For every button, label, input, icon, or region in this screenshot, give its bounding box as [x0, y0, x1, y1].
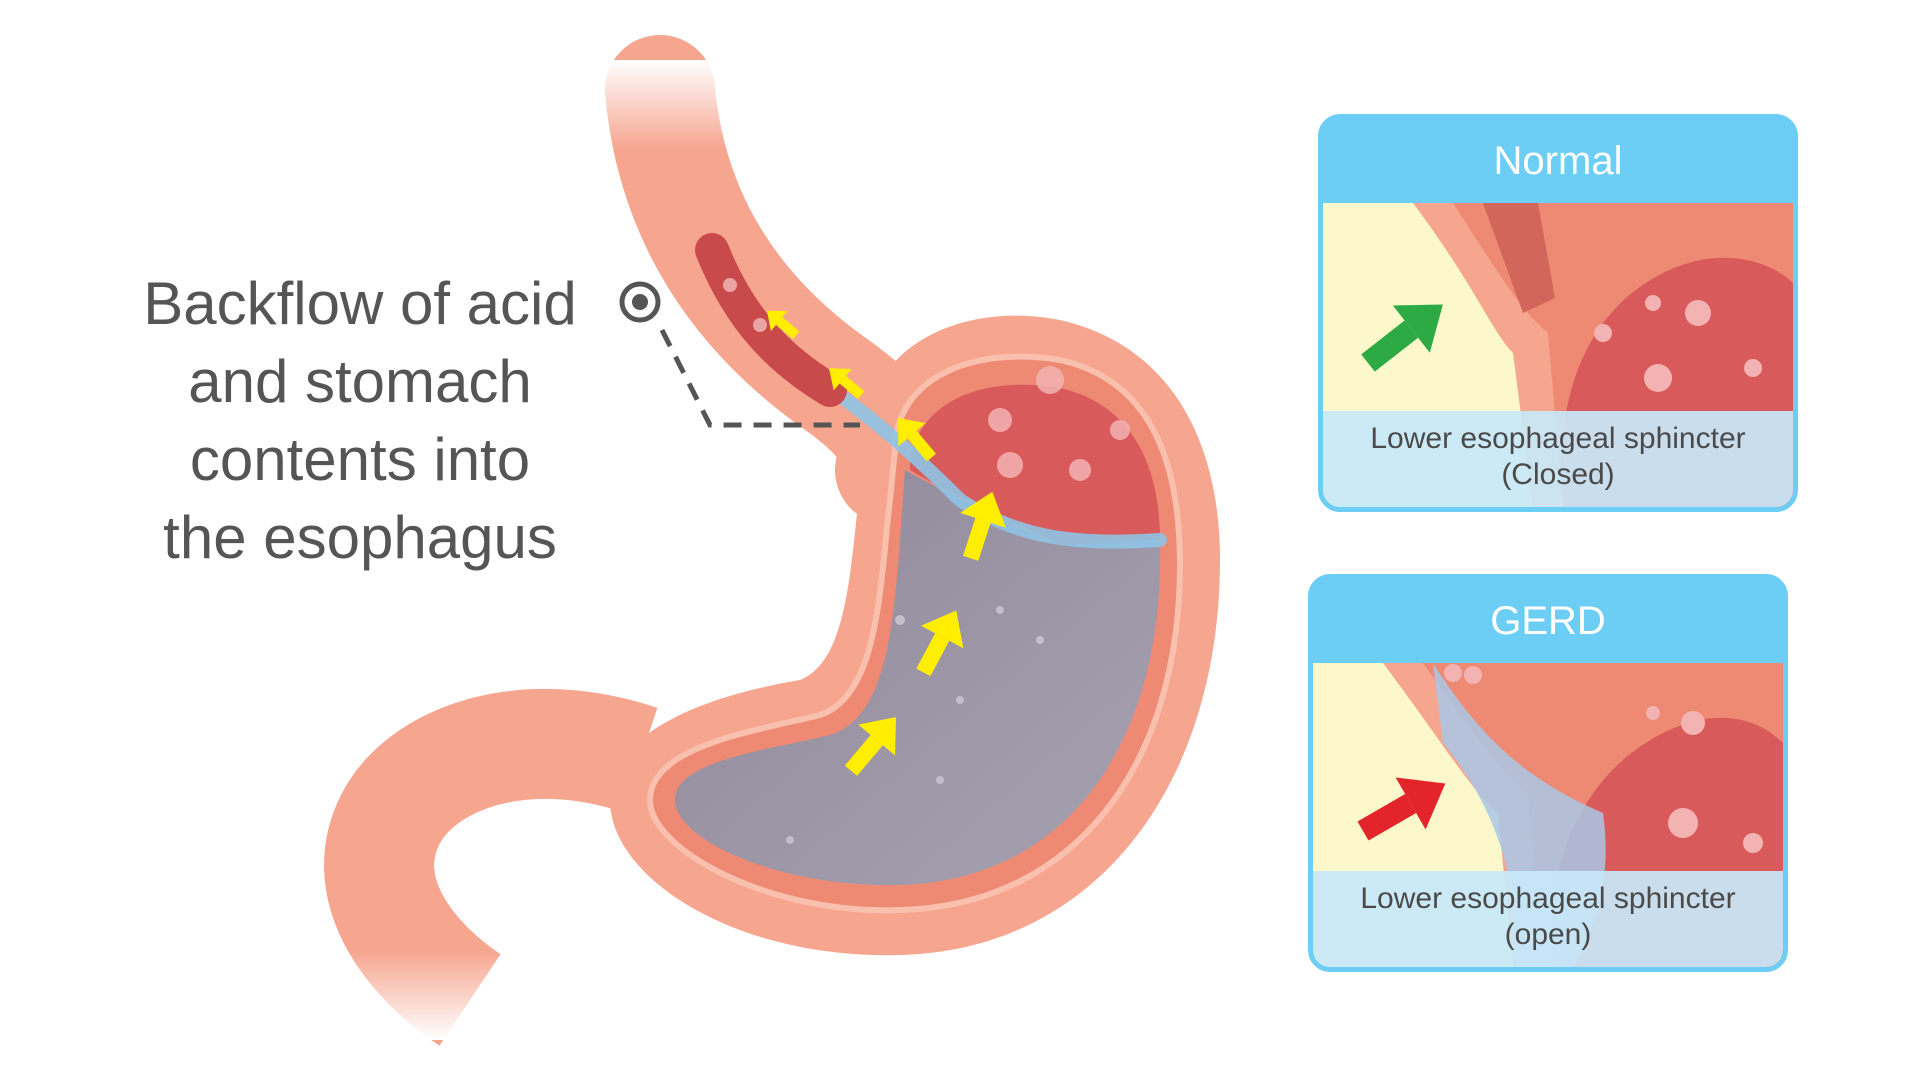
callout-line: contents into [189, 426, 531, 493]
callout-line: Backflow of acid [143, 270, 577, 337]
flow-arrows [767, 310, 1006, 776]
esophagus-channel [695, 233, 847, 407]
arrow-icon [1361, 304, 1443, 372]
normal-inset: Normal Lower esophageal sphincter (Cl [1318, 114, 1798, 512]
normal-caption: Lower esophageal sphincter (Closed) [1323, 411, 1793, 507]
gerd-inset: GERD Lower esophageal sphincter [1308, 574, 1788, 972]
callout-line: the esophagus [163, 504, 557, 571]
gerd-inset-body: Lower esophageal sphincter (open) [1313, 663, 1783, 967]
normal-caption-line1: Lower esophageal sphincter [1370, 422, 1746, 455]
normal-caption-line2: (Closed) [1501, 458, 1615, 491]
callout-line: and stomach [188, 348, 532, 415]
stomach-gas-pocket [910, 384, 1160, 545]
stomach-acid [675, 470, 1161, 886]
normal-inset-body: Lower esophageal sphincter (Closed) [1323, 203, 1793, 507]
bubbles [723, 278, 1130, 481]
gerd-inset-title: GERD [1490, 599, 1606, 643]
gerd-caption: Lower esophageal sphincter (open) [1313, 871, 1783, 967]
backflow-callout: Backflow of acid and stomach contents in… [100, 265, 620, 577]
arrow-icon [1357, 777, 1446, 841]
gerd-caption-line2: (open) [1504, 918, 1592, 951]
callout-pointer [619, 281, 860, 428]
normal-inset-title: Normal [1493, 139, 1623, 183]
gerd-caption-line1: Lower esophageal sphincter [1360, 882, 1736, 915]
